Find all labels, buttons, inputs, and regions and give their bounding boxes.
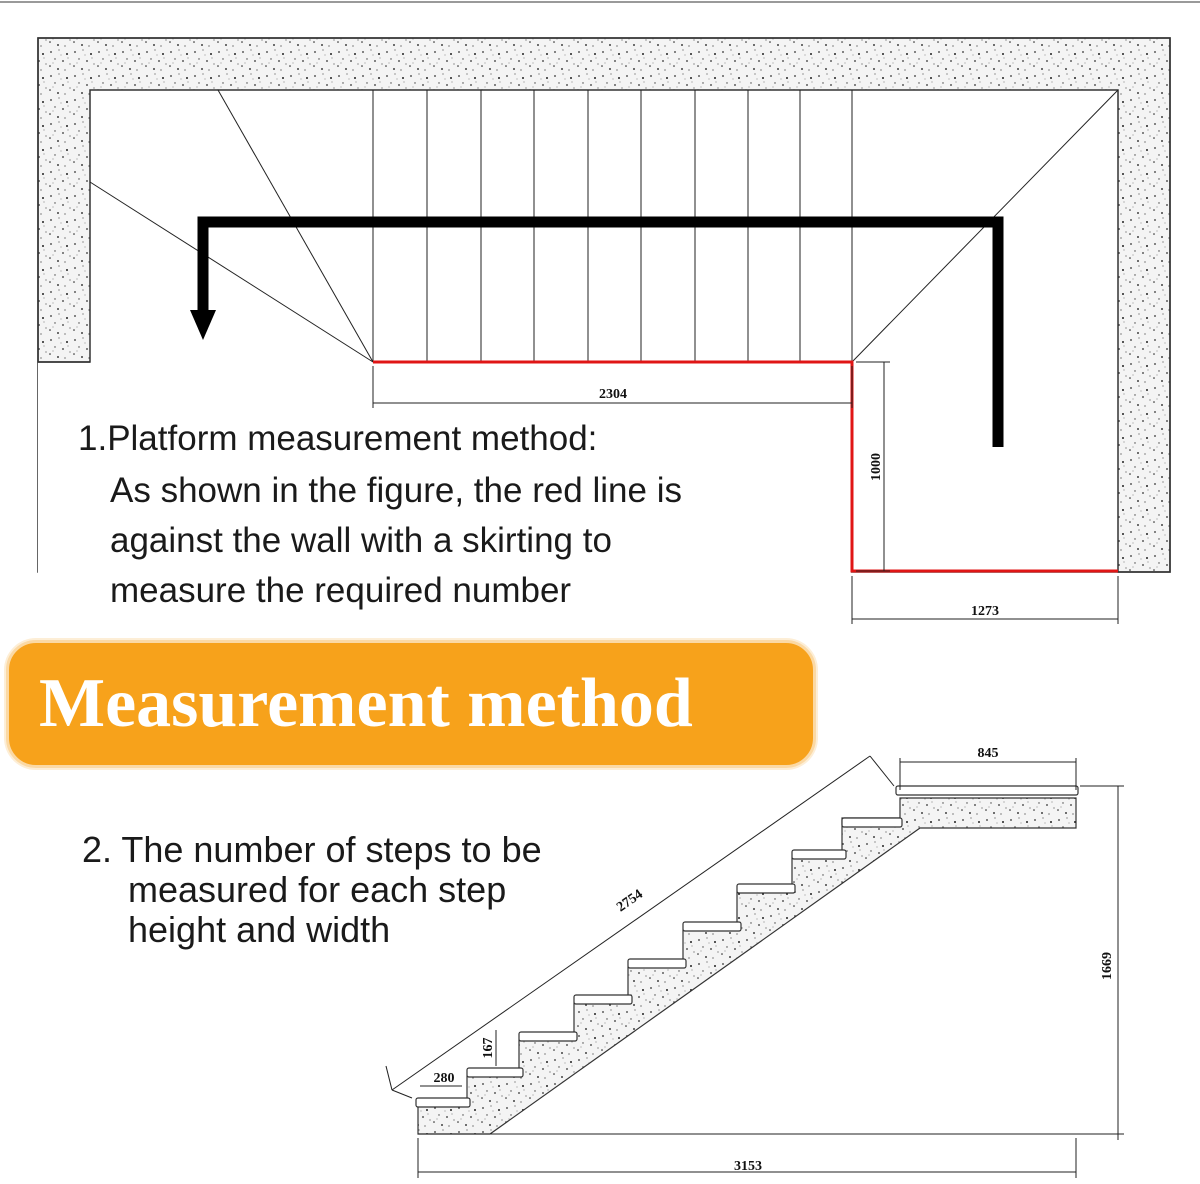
dim-total-run-label: 3153 (734, 1159, 762, 1174)
dim-run-label: 2304 (599, 387, 627, 402)
dim-total-height (1080, 785, 1124, 1140)
tread-cap-3 (518, 1031, 578, 1042)
step-desc-line-1: 2. The number of steps to be (82, 829, 542, 870)
step-desc-line-2: measured for each step (128, 869, 507, 910)
tread-cap-2 (466, 1067, 524, 1078)
dim-step-height-label: 167 (481, 1038, 496, 1059)
tread-cap-8 (791, 849, 847, 860)
banner-label: Measurement method (39, 665, 693, 742)
dim-landing-depth-label: 1000 (869, 453, 884, 481)
plan-method-title: 1.Platform measurement method: (78, 419, 598, 458)
tread-cap-9 (841, 817, 903, 828)
section-view: 2754 845 1669 167 280 3 (385, 746, 1124, 1178)
plan-method-description: As shown in the figure, the red line is … (110, 466, 810, 616)
step-method-description: 2. The number of steps to be measured fo… (82, 830, 542, 950)
dim-total-run (417, 1138, 1077, 1178)
dim-landing-width (851, 576, 1119, 624)
tread-cap-1 (415, 1097, 471, 1108)
dim-run (372, 366, 853, 408)
tread-cap-4 (573, 994, 633, 1005)
measurement-method-banner: Measurement method (6, 640, 816, 768)
plan-desc-line-3: measure the required number (110, 571, 572, 610)
dim-landing-depth (856, 361, 890, 572)
plan-view: 2304 1000 1273 (37, 37, 1171, 624)
plan-desc-line-2: against the wall with a skirting to (110, 521, 612, 560)
tread-cap-10 (895, 785, 1079, 796)
tread-cap-6 (682, 921, 742, 932)
dim-top-landing (899, 758, 1077, 790)
tread-cap-5 (627, 958, 687, 969)
dim-landing-width-label: 1273 (971, 604, 999, 619)
tread-cap-7 (736, 883, 796, 894)
arrow-head-icon (190, 310, 216, 340)
walking-arrow-icon (197, 216, 1004, 447)
open-area (38, 362, 851, 576)
room-landing (852, 360, 1118, 572)
red-skirting-line (373, 360, 1118, 573)
dim-slope-label: 2754 (614, 887, 646, 915)
plan-desc-line-1: As shown in the figure, the red line is (110, 471, 682, 510)
dim-top-landing-label: 845 (978, 746, 999, 761)
dim-slope (385, 755, 895, 1099)
dim-step-width-label: 280 (434, 1071, 455, 1086)
dim-total-height-label: 1669 (1100, 952, 1115, 980)
step-desc-line-3: height and width (128, 909, 391, 950)
tread-caps (415, 785, 1079, 1108)
